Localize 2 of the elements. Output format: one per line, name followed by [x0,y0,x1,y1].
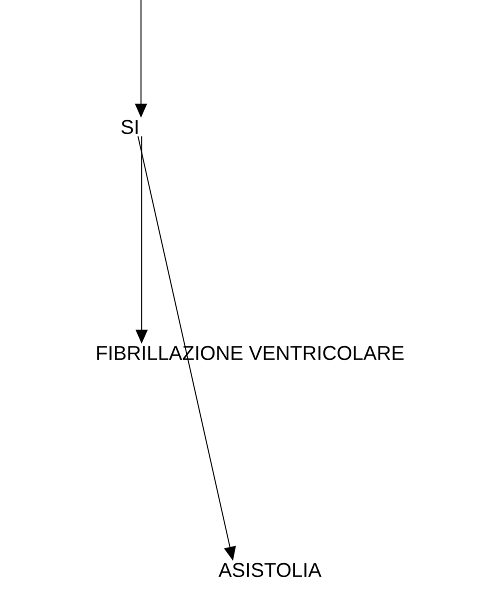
label-text: ASISTOLIA [218,562,322,578]
label-text: SI [121,120,138,134]
